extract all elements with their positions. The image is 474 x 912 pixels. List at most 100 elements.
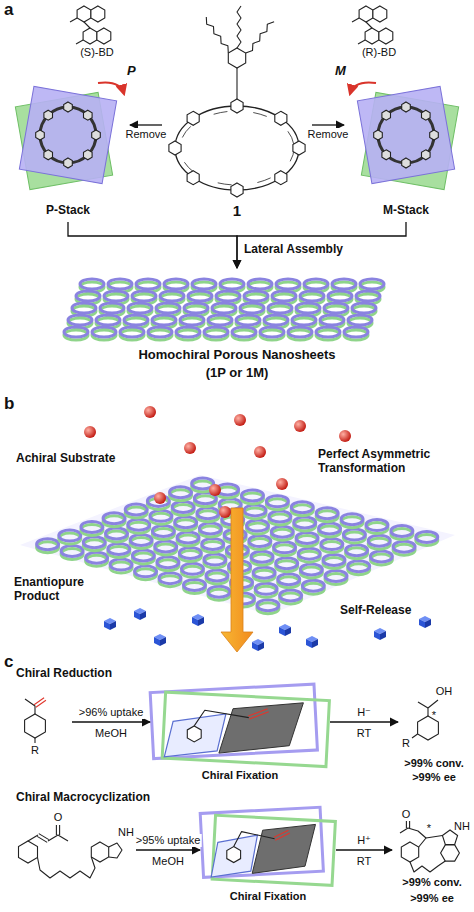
node-text: Homochiral Porous Nanosheets: [138, 348, 335, 363]
substrate-structure: ONH: [4, 808, 136, 902]
ring-purple: [120, 327, 144, 337]
reaction-arrow: [336, 849, 392, 850]
ring-purple: [124, 315, 148, 325]
ring-purple: [352, 303, 376, 313]
ring-purple: [321, 539, 343, 550]
transformation-arrow: [221, 508, 253, 652]
purple-layer: [19, 86, 116, 183]
product-cube: [134, 608, 146, 620]
glycol-chain: [237, 6, 241, 48]
reaction-title: Chiral Reduction: [16, 667, 112, 681]
helicity-label: M: [335, 64, 346, 79]
molecule-1-structure: [169, 6, 305, 197]
aromatic-ring: [44, 110, 53, 120]
ring-purple: [204, 554, 226, 565]
product-cube: [419, 616, 431, 628]
ring-purple: [274, 542, 296, 553]
ring-purple: [391, 526, 413, 537]
ring-purple: [370, 551, 392, 562]
aromatic-ring: [187, 171, 199, 185]
ring-purple: [319, 523, 341, 534]
cube-side: [425, 619, 431, 628]
ring-purple: [320, 315, 344, 325]
aromatic-ring: [359, 6, 373, 22]
ring-purple: [292, 315, 316, 325]
ring-purple: [103, 513, 125, 524]
ring-purple: [356, 291, 380, 301]
bond: [25, 699, 35, 714]
product-cube: [192, 614, 204, 626]
aromatic-ring: [187, 111, 199, 125]
ring-purple: [152, 526, 174, 537]
substrate-ball: [254, 446, 266, 458]
cube-side: [419, 619, 425, 628]
aromatic-ring: [373, 6, 387, 22]
condition-label: RT: [357, 855, 371, 868]
ring-purple: [257, 600, 279, 611]
cube-side: [140, 611, 146, 620]
bond: [48, 835, 68, 841]
bond: [426, 836, 442, 839]
ring-purple: [159, 573, 181, 584]
arrow-label: Remove: [307, 128, 350, 141]
ring-purple: [294, 517, 316, 528]
ring-purple: [251, 551, 273, 562]
ring-purple: [183, 579, 205, 590]
substrate-ball: [294, 420, 306, 432]
reaction-arrow: [68, 222, 237, 268]
helicity-arrow: [98, 82, 124, 94]
aromatic-ring: [422, 150, 431, 160]
cube-side: [258, 642, 264, 651]
double-bond: [249, 712, 268, 719]
cube-side: [154, 637, 160, 646]
bond: [352, 18, 359, 22]
substrate-ball: [209, 484, 221, 496]
ring-purple: [278, 574, 300, 585]
node-text: >99% ee: [412, 771, 456, 784]
aromatic-ring: [77, 6, 91, 22]
ring-purple: [128, 303, 152, 313]
annotation: Perfect Asymmetric Transformation: [318, 448, 453, 476]
aromatic-ring: [430, 130, 439, 140]
aromatic-ring: [231, 99, 243, 113]
ring-purple: [177, 532, 199, 543]
macrocycle-plane: [219, 703, 304, 753]
ring-purple: [206, 570, 228, 581]
annotation: Self-Release: [340, 604, 411, 618]
condition-label: RT: [357, 727, 371, 740]
ring-purple: [325, 570, 347, 581]
ring-purple: [104, 291, 128, 301]
cube-side: [374, 631, 380, 640]
linker-bond: [236, 68, 237, 99]
ring-purple: [296, 532, 318, 543]
node-text: Chiral Fixation: [202, 769, 278, 782]
ring-purple: [236, 315, 260, 325]
alcohol-product: [412, 700, 438, 740]
ring-purple: [271, 526, 293, 537]
ring-purple: [83, 537, 105, 548]
substrate-structure: R: [8, 685, 72, 765]
ring-purple: [175, 517, 197, 528]
ring-purple: [268, 303, 292, 313]
ring-purple: [156, 303, 180, 313]
ring-purple: [260, 327, 284, 337]
macrocyclization-substrate: [19, 825, 123, 878]
ring-purple: [135, 566, 157, 577]
ring-purple: [276, 558, 298, 569]
green-frame: [212, 815, 335, 885]
ring-purple: [64, 327, 88, 337]
ring-purple: [160, 291, 184, 301]
bond: [76, 40, 83, 44]
ring-purple: [300, 564, 322, 575]
bond: [418, 702, 428, 708]
ring-purple: [264, 315, 288, 325]
ether-chain: [410, 861, 445, 872]
stack-illustration: [15, 82, 124, 189]
cube-side: [160, 637, 166, 646]
ring-purple: [244, 505, 266, 516]
ring-purple: [59, 530, 81, 541]
ring-purple: [241, 490, 263, 501]
substrate-ball: [154, 492, 166, 504]
ring-purple: [106, 528, 128, 539]
ring-purple: [341, 514, 363, 525]
